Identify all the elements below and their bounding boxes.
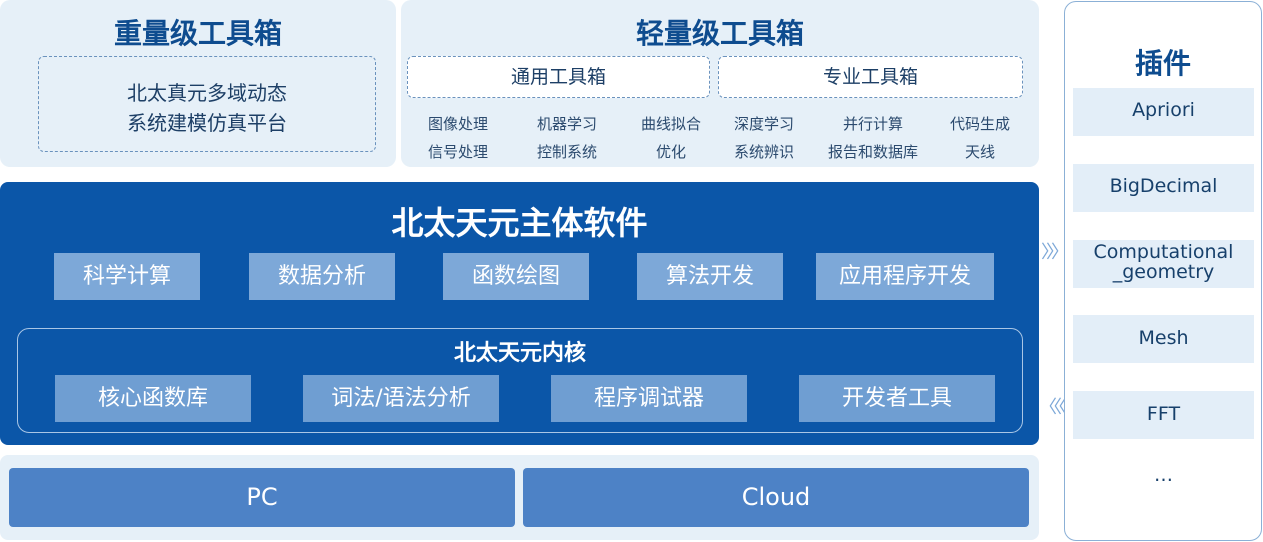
tool-item[interactable]: 深度学习: [733, 115, 794, 133]
tool-item[interactable]: 信号处理: [427, 143, 488, 161]
tool-item[interactable]: 优化: [655, 143, 686, 161]
tool-item[interactable]: 控制系统: [536, 143, 597, 161]
plugin-item[interactable]: FFT: [1073, 391, 1254, 439]
plugin-more: …: [1154, 464, 1173, 486]
arrow-left-icon: 〈〈〈: [1039, 397, 1067, 418]
professional-toolbox-chip[interactable]: 专业工具箱: [718, 56, 1023, 98]
kernel-item[interactable]: 核心函数库: [55, 375, 251, 422]
feature-button[interactable]: 应用程序开发: [816, 253, 994, 300]
feature-button[interactable]: 科学计算: [54, 253, 200, 300]
tool-item[interactable]: 天线: [964, 143, 995, 161]
heavy-toolbox-box[interactable]: 北太真元多域动态 系统建模仿真平台: [38, 56, 376, 152]
kernel-title: 北太天元内核: [453, 341, 586, 366]
heavy-toolbox-line2: 系统建模仿真平台: [127, 111, 287, 135]
tool-item[interactable]: 代码生成: [949, 115, 1010, 133]
tool-item[interactable]: 并行计算: [842, 115, 903, 133]
feature-button[interactable]: 函数绘图: [443, 253, 589, 300]
plugin-item[interactable]: Computational _geometry: [1073, 240, 1254, 288]
kernel-item[interactable]: 词法/语法分析: [303, 375, 499, 422]
platform-panel: PC Cloud: [0, 455, 1039, 540]
heavy-toolbox-panel: 重量级工具箱 北太真元多域动态 系统建模仿真平台: [0, 0, 396, 167]
plugin-item[interactable]: BigDecimal: [1073, 164, 1254, 212]
kernel-item[interactable]: 程序调试器: [551, 375, 747, 422]
arrow-right-icon: 〉〉〉: [1041, 242, 1069, 263]
plugin-panel: 插件 Apriori BigDecimal Computational _geo…: [1064, 1, 1262, 541]
tool-item[interactable]: 机器学习: [536, 115, 597, 133]
plugin-item[interactable]: Apriori: [1073, 88, 1254, 136]
plugin-title: 插件: [1134, 47, 1191, 80]
general-toolbox-chip[interactable]: 通用工具箱: [407, 56, 710, 98]
heavy-toolbox-title: 重量级工具箱: [113, 17, 282, 50]
plugin-item[interactable]: Mesh: [1073, 315, 1254, 363]
feature-button[interactable]: 数据分析: [249, 253, 395, 300]
main-software-panel: 北太天元主体软件 科学计算 数据分析 函数绘图 算法开发 应用程序开发 北太天元…: [0, 182, 1039, 445]
tool-item[interactable]: 图像处理: [427, 115, 488, 133]
tool-item[interactable]: 报告和数据库: [827, 143, 918, 161]
kernel-item[interactable]: 开发者工具: [799, 375, 995, 422]
kernel-panel: 北太天元内核 核心函数库 词法/语法分析 程序调试器 开发者工具: [17, 328, 1023, 433]
platform-pc-button[interactable]: PC: [9, 468, 515, 527]
feature-button[interactable]: 算法开发: [637, 253, 783, 300]
main-software-title: 北太天元主体软件: [391, 204, 648, 242]
platform-cloud-button[interactable]: Cloud: [523, 468, 1029, 527]
light-toolbox-title: 轻量级工具箱: [635, 17, 804, 50]
tool-item[interactable]: 系统辨识: [733, 143, 794, 161]
light-toolbox-panel: 轻量级工具箱 通用工具箱 专业工具箱 图像处理 机器学习 曲线拟合 深度学习 并…: [401, 0, 1039, 167]
heavy-toolbox-line1: 北太真元多域动态: [127, 81, 287, 105]
tool-item[interactable]: 曲线拟合: [640, 115, 701, 133]
